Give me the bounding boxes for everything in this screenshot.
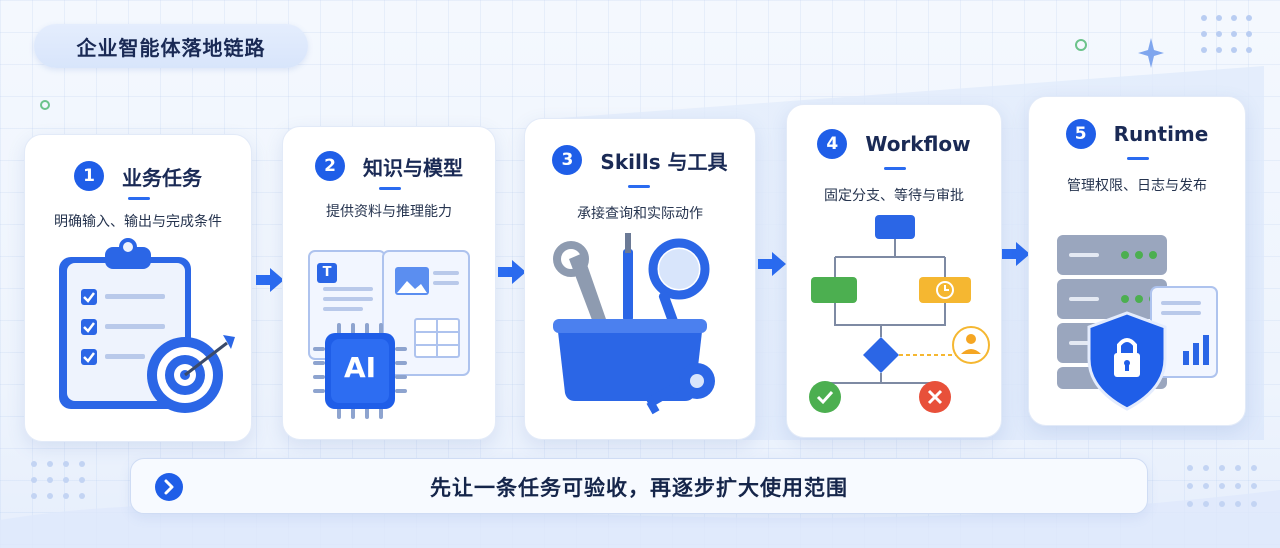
ai-chip-label: AI	[343, 351, 377, 384]
step-number-badge: 3	[552, 145, 583, 175]
workflow-flowchart-icon	[809, 215, 990, 413]
chevron-right-button[interactable]	[155, 473, 183, 501]
decorative-dots	[1187, 465, 1257, 507]
step-card-business-task: 1 业务任务 明确输入、输出与完成条件	[24, 134, 252, 442]
step-number-badge: 1	[74, 161, 104, 191]
step-subtitle: 承接查询和实际动作	[577, 206, 703, 222]
step-header: 3 Skills 与工具	[525, 145, 755, 175]
title-underline	[1127, 157, 1149, 160]
decorative-ring	[1075, 39, 1087, 51]
step-card-runtime: 5 Runtime 管理权限、日志与发布	[1028, 96, 1246, 426]
sparkle-icon	[1138, 38, 1164, 68]
arrow-right-icon	[1002, 242, 1030, 266]
step-header: 5 Runtime	[1029, 119, 1245, 149]
server-shield-icon	[1057, 235, 1218, 411]
decorative-ring	[40, 100, 50, 110]
step-card-workflow: 4 Workflow 固定分支、等待与审批	[786, 104, 1002, 438]
step-number-badge: 5	[1065, 119, 1096, 149]
arrow-right-icon	[256, 268, 284, 292]
checklist-target-icon	[59, 238, 235, 413]
step-header: 2 知识与模型	[283, 151, 495, 181]
step-title: Workflow	[865, 132, 971, 156]
decorative-dots	[1201, 15, 1252, 53]
toolbox-icon	[553, 233, 715, 415]
documents-ai-chip-icon	[308, 250, 470, 419]
step-subtitle: 提供资料与推理能力	[326, 204, 452, 220]
title-underline	[128, 197, 150, 200]
doc-text-badge: T	[322, 265, 332, 280]
summary-banner: 先让一条任务可验收，再逐步扩大使用范围	[130, 458, 1148, 514]
step-card-skills-tools: 3 Skills 与工具 承接查询和实际动作	[524, 118, 756, 440]
title-underline	[884, 167, 906, 170]
arrow-right-icon	[758, 252, 786, 276]
step-number-badge: 2	[315, 151, 345, 181]
step-subtitle: 固定分支、等待与审批	[824, 188, 964, 204]
decorative-dots	[31, 461, 85, 499]
title-underline	[379, 187, 401, 190]
chevron-right-icon	[164, 479, 174, 495]
step-title: Skills 与工具	[600, 149, 728, 174]
step-number-badge: 4	[817, 129, 848, 159]
step-card-knowledge-model: 2 知识与模型 提供资料与推理能力 AI T	[282, 126, 496, 440]
step-header: 4 Workflow	[787, 129, 1001, 159]
arrow-right-icon	[498, 260, 526, 284]
step-subtitle: 管理权限、日志与发布	[1067, 178, 1207, 194]
step-title: 业务任务	[122, 165, 202, 190]
summary-text: 先让一条任务可验收，再逐步扩大使用范围	[430, 476, 848, 500]
step-title: Runtime	[1113, 122, 1209, 146]
page-title: 企业智能体落地链路	[34, 24, 308, 68]
step-subtitle: 明确输入、输出与完成条件	[54, 214, 222, 230]
title-underline	[628, 185, 650, 188]
step-title: 知识与模型	[363, 155, 463, 180]
step-header: 1 业务任务	[25, 161, 251, 191]
